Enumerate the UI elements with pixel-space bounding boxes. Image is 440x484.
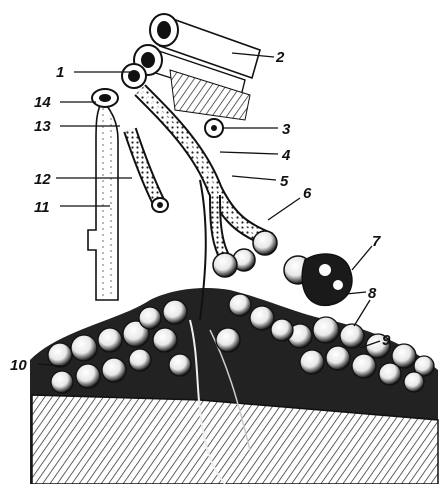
alveolus	[51, 371, 73, 393]
alveolus	[169, 354, 191, 376]
label-8: 8	[368, 285, 377, 302]
alveolus	[229, 294, 251, 316]
alveolus	[340, 324, 364, 348]
alveolus	[102, 358, 126, 382]
alveolus	[326, 346, 350, 370]
alveolus	[216, 328, 240, 352]
label-10: 10	[10, 357, 27, 374]
alveolus	[404, 372, 424, 392]
label-7: 7	[372, 233, 381, 250]
alveolus	[129, 349, 151, 371]
label-6: 6	[303, 185, 312, 202]
alveolus	[163, 300, 187, 324]
label-2: 2	[275, 49, 285, 66]
alveolus	[300, 350, 324, 374]
label-14: 14	[34, 94, 51, 111]
label-3: 3	[282, 121, 291, 138]
label-12: 12	[34, 171, 51, 188]
alveolus	[271, 319, 293, 341]
alveolus	[352, 354, 376, 378]
label-4: 4	[281, 147, 291, 164]
label-1: 1	[56, 64, 64, 81]
alveolus	[139, 307, 161, 329]
bronchiole-tree	[130, 90, 270, 320]
alveolus	[313, 317, 339, 343]
alveolus	[250, 306, 274, 330]
alveolus	[153, 328, 177, 352]
label-9: 9	[382, 332, 391, 349]
alveolus	[48, 343, 72, 367]
label-11: 11	[34, 199, 50, 216]
alveolus	[98, 328, 122, 352]
alveolus	[76, 364, 100, 388]
label-5: 5	[280, 173, 289, 190]
pulmonary-vessel	[88, 89, 118, 300]
upper-tubes	[122, 14, 260, 120]
alveolus	[71, 335, 97, 361]
label-13: 13	[34, 118, 51, 135]
alveolus	[379, 363, 401, 385]
